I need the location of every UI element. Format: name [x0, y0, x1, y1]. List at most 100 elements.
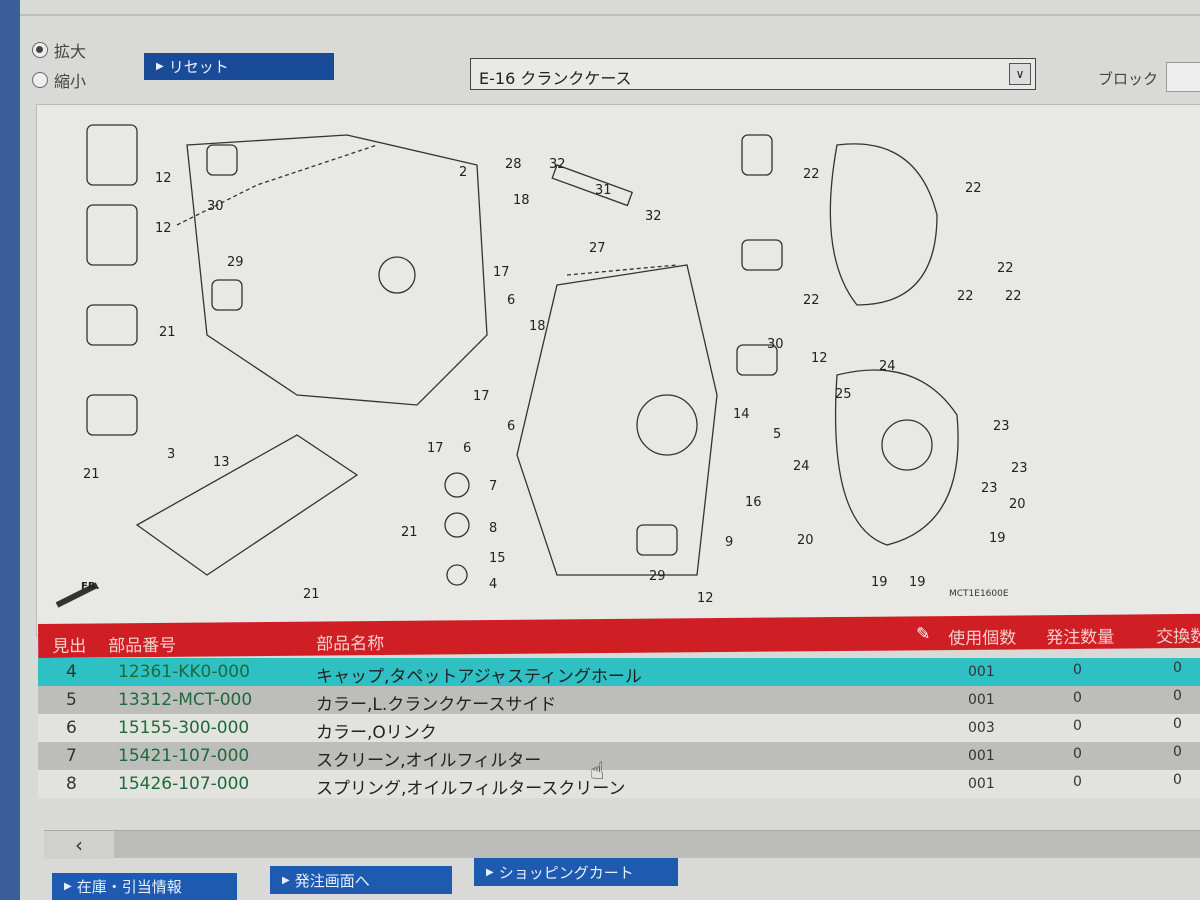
stock-info-button[interactable]: ▶在庫・引当情報: [52, 873, 237, 900]
exchange-qty[interactable]: 0: [1173, 744, 1182, 760]
callout[interactable]: 21: [401, 525, 418, 540]
part-no: 15155-300-000: [118, 718, 250, 738]
callout[interactable]: 30: [207, 199, 224, 214]
callout[interactable]: 19: [989, 531, 1006, 546]
qty: 003: [968, 720, 995, 736]
radio-label: 拡大: [54, 42, 87, 61]
order-qty[interactable]: 0: [1073, 774, 1082, 790]
callout[interactable]: 27: [589, 241, 606, 256]
order-qty[interactable]: 0: [1073, 718, 1082, 734]
callout[interactable]: 16: [745, 495, 762, 510]
callout[interactable]: 6: [463, 441, 472, 456]
callout[interactable]: 19: [909, 575, 926, 590]
callout[interactable]: 12: [811, 351, 828, 366]
callout[interactable]: 29: [227, 255, 244, 270]
button-label: 在庫・引当情報: [76, 878, 182, 896]
block-input[interactable]: [1166, 62, 1200, 92]
callout[interactable]: 29: [649, 569, 666, 584]
callout[interactable]: 23: [1011, 461, 1028, 476]
exchange-qty[interactable]: 0: [1173, 688, 1182, 704]
callout[interactable]: 18: [529, 319, 546, 334]
callout[interactable]: 24: [793, 459, 810, 474]
callout[interactable]: 28: [505, 157, 522, 172]
callout[interactable]: 32: [549, 157, 566, 172]
callout[interactable]: 14: [733, 407, 750, 422]
callout[interactable]: 22: [957, 289, 974, 304]
qty: 001: [968, 692, 995, 708]
callout[interactable]: 15: [489, 551, 506, 566]
button-label: ショッピングカート: [498, 863, 634, 882]
callout[interactable]: 20: [1009, 497, 1026, 512]
part-no: 15421-107-000: [118, 746, 250, 766]
part-name: カラー,L.クランクケースサイド: [316, 695, 557, 715]
callout[interactable]: 22: [1005, 289, 1022, 304]
callout[interactable]: 32: [645, 209, 662, 224]
callout[interactable]: 31: [595, 183, 612, 198]
callout[interactable]: 23: [993, 419, 1010, 434]
order-qty[interactable]: 0: [1073, 746, 1082, 762]
horizontal-scrollbar[interactable]: ‹: [44, 830, 1200, 859]
order-screen-button[interactable]: ▶発注画面へ: [270, 866, 452, 894]
radio-zoom-out[interactable]: 縮小: [32, 68, 86, 92]
exchange-qty[interactable]: 0: [1173, 660, 1182, 676]
diagram-code: MCT1E1600E: [949, 589, 1009, 599]
callout[interactable]: 5: [773, 427, 782, 442]
qty: 001: [968, 748, 995, 764]
callout[interactable]: 19: [871, 575, 888, 590]
hand-cursor-icon: ☝: [590, 757, 605, 785]
callout[interactable]: 22: [997, 261, 1014, 276]
section-select[interactable]: E-16 クランクケース∨: [470, 58, 1036, 90]
callout[interactable]: 8: [489, 521, 498, 536]
callout[interactable]: 6: [507, 293, 516, 308]
radio-icon: [32, 72, 48, 88]
part-name: スプリング,オイルフィルタースクリーン: [316, 779, 626, 799]
callout[interactable]: 2: [459, 165, 468, 180]
callout[interactable]: 17: [493, 265, 510, 280]
callout[interactable]: 3: [167, 447, 176, 462]
callout[interactable]: 13: [213, 455, 230, 470]
part-name: キャップ,タペットアジャスティングホール: [316, 667, 642, 687]
callout[interactable]: 22: [803, 167, 820, 182]
callout[interactable]: 12: [697, 591, 714, 606]
header-qty: 使用個数: [948, 628, 1017, 650]
callout[interactable]: 18: [513, 193, 530, 208]
callout[interactable]: 24: [879, 359, 896, 374]
block-label: ブロック: [1098, 70, 1159, 88]
ref: 7: [66, 746, 77, 766]
chevron-left-icon[interactable]: ‹: [44, 831, 114, 859]
memo-icon[interactable]: ✎: [916, 624, 931, 645]
callout[interactable]: 25: [835, 387, 852, 402]
order-qty[interactable]: 0: [1073, 690, 1082, 706]
callout[interactable]: 4: [489, 577, 498, 592]
callout[interactable]: 21: [159, 325, 176, 340]
callout[interactable]: 21: [303, 587, 320, 602]
callout[interactable]: 17: [473, 389, 490, 404]
callout[interactable]: 20: [797, 533, 814, 548]
exchange-qty[interactable]: 0: [1173, 716, 1182, 732]
order-qty[interactable]: 0: [1073, 662, 1082, 678]
chevron-down-icon[interactable]: ∨: [1009, 63, 1031, 85]
callout[interactable]: 12: [155, 221, 172, 236]
divider: [20, 14, 1200, 16]
callout[interactable]: 22: [803, 293, 820, 308]
button-label: 発注画面へ: [294, 871, 370, 890]
callout[interactable]: 6: [507, 419, 516, 434]
callout[interactable]: 23: [981, 481, 998, 496]
callout[interactable]: 21: [83, 467, 100, 482]
reset-button[interactable]: ▶リセット: [144, 53, 334, 80]
callout[interactable]: 17: [427, 441, 444, 456]
callout[interactable]: 12: [155, 171, 172, 186]
shopping-cart-button[interactable]: ▶ショッピングカート: [474, 858, 678, 886]
callout[interactable]: 7: [489, 479, 498, 494]
exchange-qty[interactable]: 0: [1173, 772, 1182, 788]
parts-diagram[interactable]: 12 12 30 29 21 3 13 21 21 21 2 28 18 17 …: [36, 104, 1200, 636]
callout[interactable]: 22: [965, 181, 982, 196]
callout[interactable]: 9: [725, 535, 734, 550]
callout[interactable]: 30: [767, 337, 784, 352]
radio-zoom-in[interactable]: 拡大: [32, 38, 86, 62]
